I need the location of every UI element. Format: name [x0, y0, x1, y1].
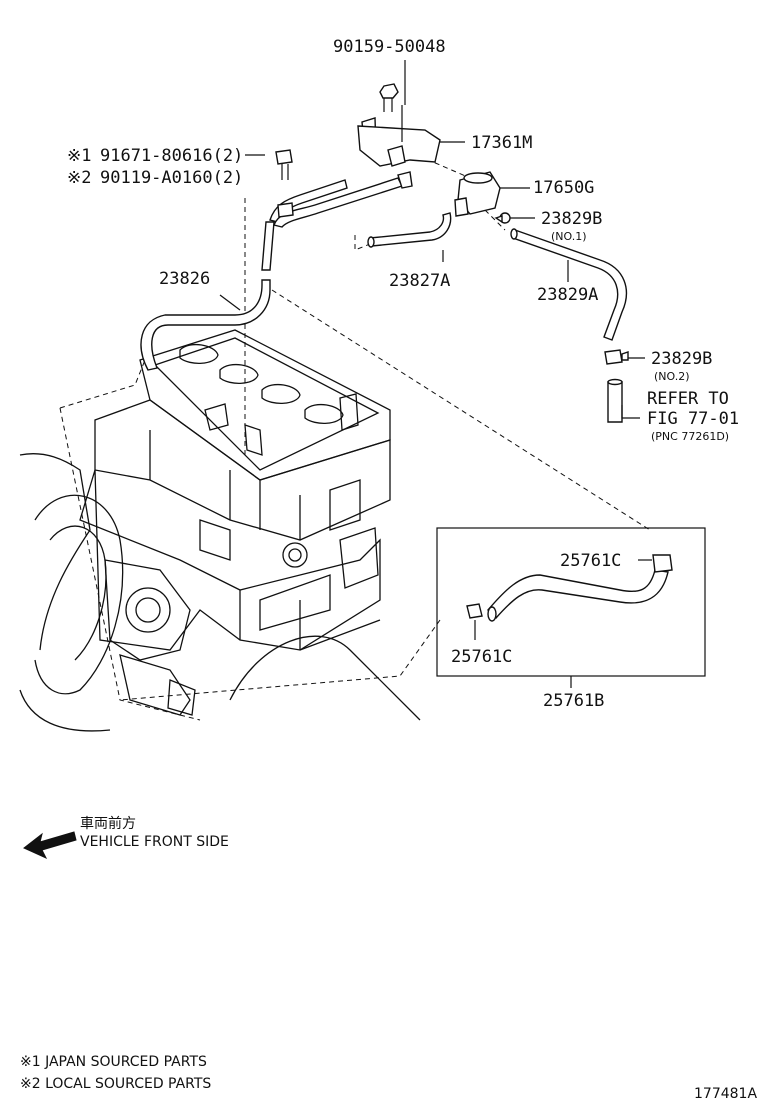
label-25761c-top: 25761C: [560, 551, 621, 571]
leader-lines: [219, 60, 652, 688]
label-23829a: 23829A: [537, 285, 598, 305]
refer-line3: (PNC 77261D): [651, 430, 729, 443]
label-23829b-no1: 23829B: [541, 209, 602, 229]
refer-line2: FIG 77-01: [647, 409, 739, 429]
label-23829b-no2: 23829B: [651, 349, 712, 369]
figure-id: 177481A: [694, 1086, 757, 1102]
label-17361m: 17361M: [471, 133, 532, 153]
clamp-23829b-no1: [494, 212, 511, 224]
pipe-77-01: [607, 378, 623, 423]
front-label-jp: 車両前方: [80, 815, 136, 832]
label-25761c-bottom: 25761C: [451, 647, 512, 667]
footnote-japan: ※1 JAPAN SOURCED PARTS: [20, 1054, 207, 1070]
note2-mark: ※2: [67, 168, 91, 188]
part-labels: 90159-50048 17361M ※1 91671-80616(2) ※2 …: [67, 37, 739, 711]
valve-17650g: [454, 171, 501, 217]
hose-23827a: [367, 212, 452, 248]
label-23827a: 23827A: [389, 271, 450, 291]
engine-illustration: [19, 329, 421, 732]
front-label-en: VEHICLE FRONT SIDE: [80, 834, 229, 850]
label-90119-a0160: 90119-A0160(2): [100, 168, 243, 188]
label-23829b-no2-sub: (NO.2): [654, 370, 690, 383]
front-arrow-icon: [23, 831, 77, 860]
hose-23829a: [510, 228, 627, 341]
label-17650g: 17650G: [533, 178, 594, 198]
vehicle-front-indicator: 車両前方 VEHICLE FRONT SIDE: [23, 815, 229, 860]
label-23829b-no1-sub: (NO.1): [551, 230, 587, 243]
label-25761b: 25761B: [543, 691, 604, 711]
label-90159-50048: 90159-50048: [333, 37, 446, 57]
bolt-91671: [275, 149, 294, 218]
note1-mark: ※1: [67, 146, 91, 166]
refer-line1: REFER TO: [647, 389, 729, 409]
label-91671-80616: 91671-80616(2): [100, 146, 243, 166]
footnote-local: ※2 LOCAL SOURCED PARTS: [20, 1076, 211, 1092]
clamp-23829b-no2: [604, 349, 629, 365]
pipe-assy: [273, 171, 413, 228]
bracket-17361m: [357, 105, 441, 167]
label-23826: 23826: [159, 269, 210, 289]
bolt-90159-50048: [379, 83, 399, 112]
footnotes: ※1 JAPAN SOURCED PARTS ※2 LOCAL SOURCED …: [20, 1054, 757, 1102]
